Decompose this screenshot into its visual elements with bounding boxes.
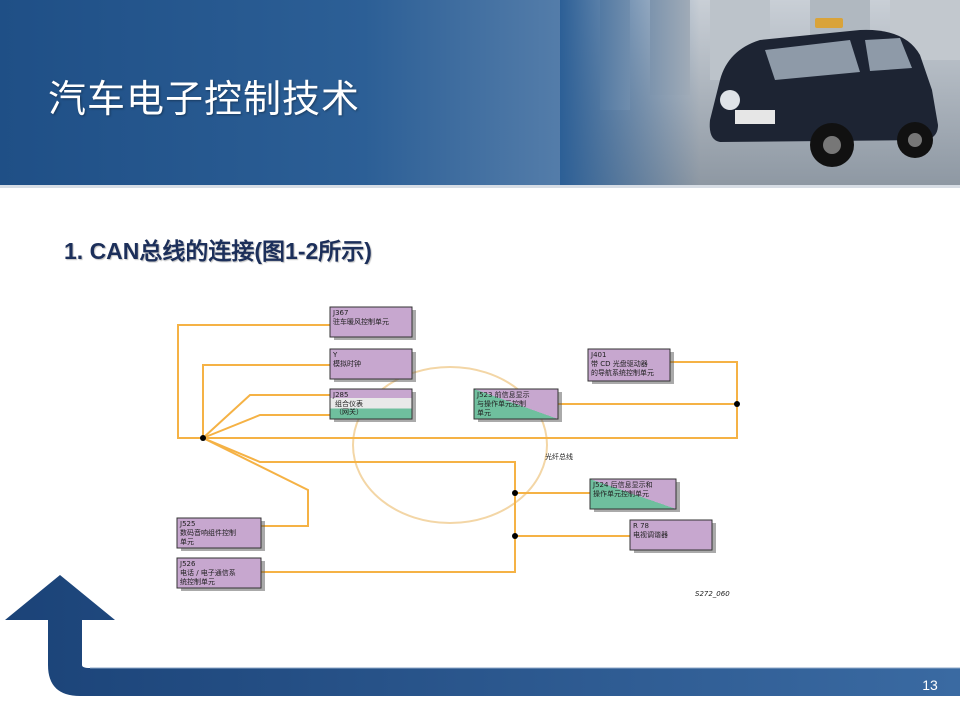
node-j401-desc2: 的导航系统控制单元 xyxy=(591,368,654,377)
page-number: 13 xyxy=(922,677,938,693)
node-j401-desc: 带 CD 光盘驱动器 xyxy=(591,359,648,368)
node-r78-desc: 电视调谐器 xyxy=(633,530,668,539)
bus-lines xyxy=(177,324,738,573)
node-j523-desc: 与操作单元控制 xyxy=(477,399,526,408)
node-j401: J401 带 CD 光盘驱动器 的导航系统控制单元 xyxy=(587,348,674,384)
junction-dot xyxy=(512,533,518,539)
node-j526-desc2: 统控制单元 xyxy=(180,577,215,586)
node-j401-id: J401 xyxy=(590,351,606,359)
node-j526: J526 电话 / 电子通信系 统控制单元 xyxy=(176,557,265,591)
node-j524-desc: 操作单元控制单元 xyxy=(593,489,649,498)
node-y-id: Y xyxy=(332,351,338,359)
node-j525-desc: 数码音响组件控制 xyxy=(180,528,236,537)
slide-title: 汽车电子控制技术 xyxy=(48,77,361,121)
footer-arrow xyxy=(5,575,960,696)
fiber-ring xyxy=(352,366,548,524)
node-j523: J523 前信息显示 与操作单元控制 单元 xyxy=(473,388,562,422)
node-j523-desc2: 单元 xyxy=(477,408,491,417)
can-bus-diagram: 光纤总线 J367 驻车暖风控制单元 Y 模拟时钟 J285 组合仪表 xyxy=(176,306,740,598)
section-heading: 1. CAN总线的连接(图1-2所示) xyxy=(64,238,372,264)
node-j525: J525 数码音响组件控制 单元 xyxy=(176,517,265,551)
figure-code: S272_060 xyxy=(695,590,730,598)
node-j367: J367 驻车暖风控制单元 xyxy=(329,306,416,340)
node-j285-id: J285 xyxy=(332,391,348,399)
header-divider xyxy=(0,185,960,188)
node-y: Y 模拟时钟 xyxy=(329,348,416,382)
node-r78: R 78 电视调谐器 xyxy=(629,519,716,553)
node-j525-id: J525 xyxy=(179,520,195,528)
node-j525-desc2: 单元 xyxy=(180,537,194,546)
header-banner: 汽车电子控制技术 xyxy=(0,0,960,185)
node-j524: J524 后信息显示和 操作单元控制单元 xyxy=(589,478,680,512)
node-j524-id: J524 后信息显示和 xyxy=(592,480,653,489)
bus-junctions xyxy=(200,401,740,539)
ring-label: 光纤总线 xyxy=(545,452,573,461)
node-j285-desc2: （网关） xyxy=(335,407,363,416)
node-j523-id: J523 前信息显示 xyxy=(476,390,530,399)
node-j367-id: J367 xyxy=(332,309,348,317)
node-j285: J285 组合仪表 （网关） xyxy=(329,388,416,422)
junction-dot xyxy=(200,435,206,441)
junction-dot xyxy=(512,490,518,496)
junction-dot xyxy=(734,401,740,407)
node-j285-desc: 组合仪表 xyxy=(335,399,363,408)
node-y-desc: 模拟时钟 xyxy=(333,359,361,368)
node-j526-id: J526 xyxy=(179,560,196,568)
node-j526-desc: 电话 / 电子通信系 xyxy=(180,568,236,577)
taxi-photo xyxy=(560,0,960,185)
node-j367-desc: 驻车暖风控制单元 xyxy=(333,317,389,326)
node-r78-id: R 78 xyxy=(633,522,649,530)
